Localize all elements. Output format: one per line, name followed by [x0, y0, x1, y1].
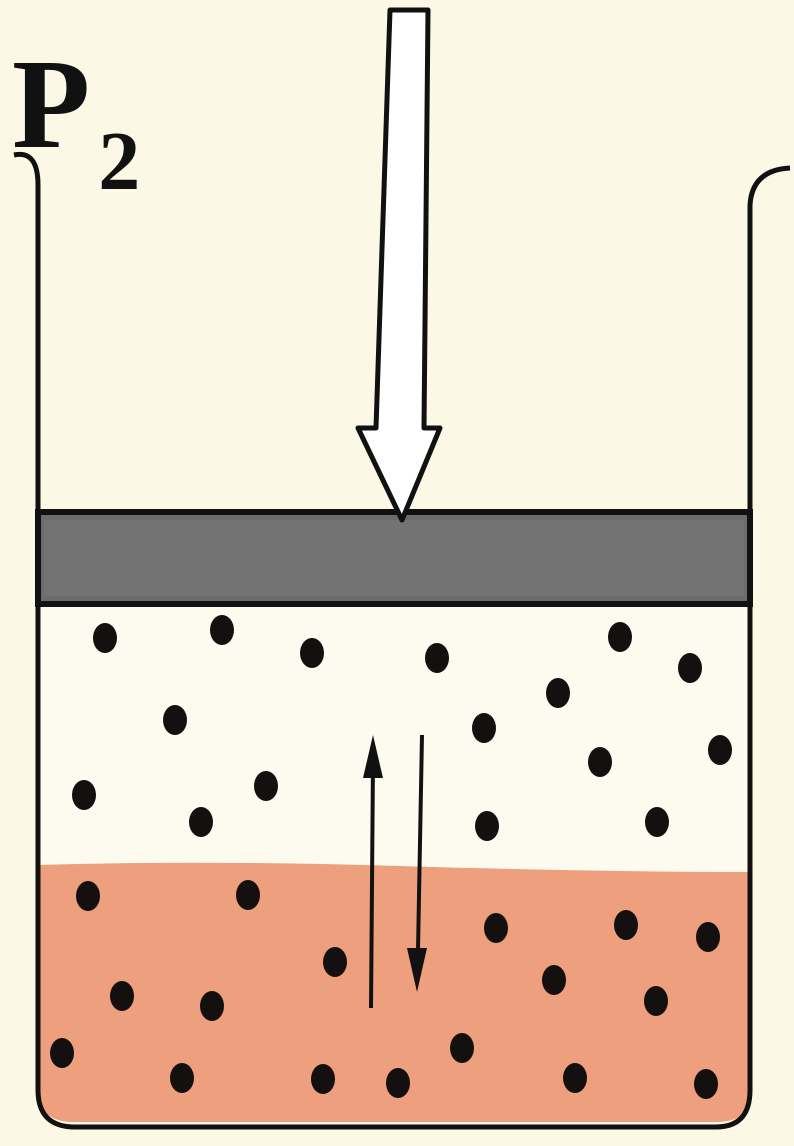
- molecule-dot: [93, 623, 117, 653]
- molecule-dot: [542, 965, 566, 995]
- molecule-dot: [694, 1069, 718, 1099]
- pressure-symbol: P: [12, 33, 90, 175]
- molecule-dot: [50, 1038, 74, 1068]
- piston-texture: [44, 520, 744, 596]
- molecule-dot: [72, 780, 96, 810]
- molecule-dot: [425, 643, 449, 673]
- molecule-dot: [475, 811, 499, 841]
- gas-region: [40, 600, 748, 870]
- molecule-dot: [563, 1063, 587, 1093]
- molecule-dot: [311, 1064, 335, 1094]
- molecule-dot: [300, 638, 324, 668]
- molecule-dot: [608, 622, 632, 652]
- molecule-dot: [696, 922, 720, 952]
- molecule-dot: [254, 771, 278, 801]
- molecule-dot: [484, 913, 508, 943]
- molecule-dot: [472, 713, 496, 743]
- pressure-label: P2: [12, 40, 132, 168]
- molecule-dot: [614, 910, 638, 940]
- molecule-dot: [163, 705, 187, 735]
- molecule-dot: [546, 678, 570, 708]
- molecule-dot: [76, 881, 100, 911]
- molecule-dot: [678, 653, 702, 683]
- pressure-subscript: 2: [98, 115, 140, 208]
- molecule-dot: [450, 1033, 474, 1063]
- molecule-dot: [386, 1068, 410, 1098]
- force-arrow-icon: [358, 10, 440, 520]
- molecule-dot: [189, 807, 213, 837]
- molecule-dot: [644, 986, 668, 1016]
- molecule-dot: [210, 615, 234, 645]
- molecule-dot: [708, 735, 732, 765]
- molecule-dot: [236, 880, 260, 910]
- molecule-dot: [588, 747, 612, 777]
- molecule-dot: [200, 991, 224, 1021]
- molecule-dot: [110, 981, 134, 1011]
- molecule-dot: [170, 1063, 194, 1093]
- molecule-dot: [645, 807, 669, 837]
- molecule-dot: [323, 947, 347, 977]
